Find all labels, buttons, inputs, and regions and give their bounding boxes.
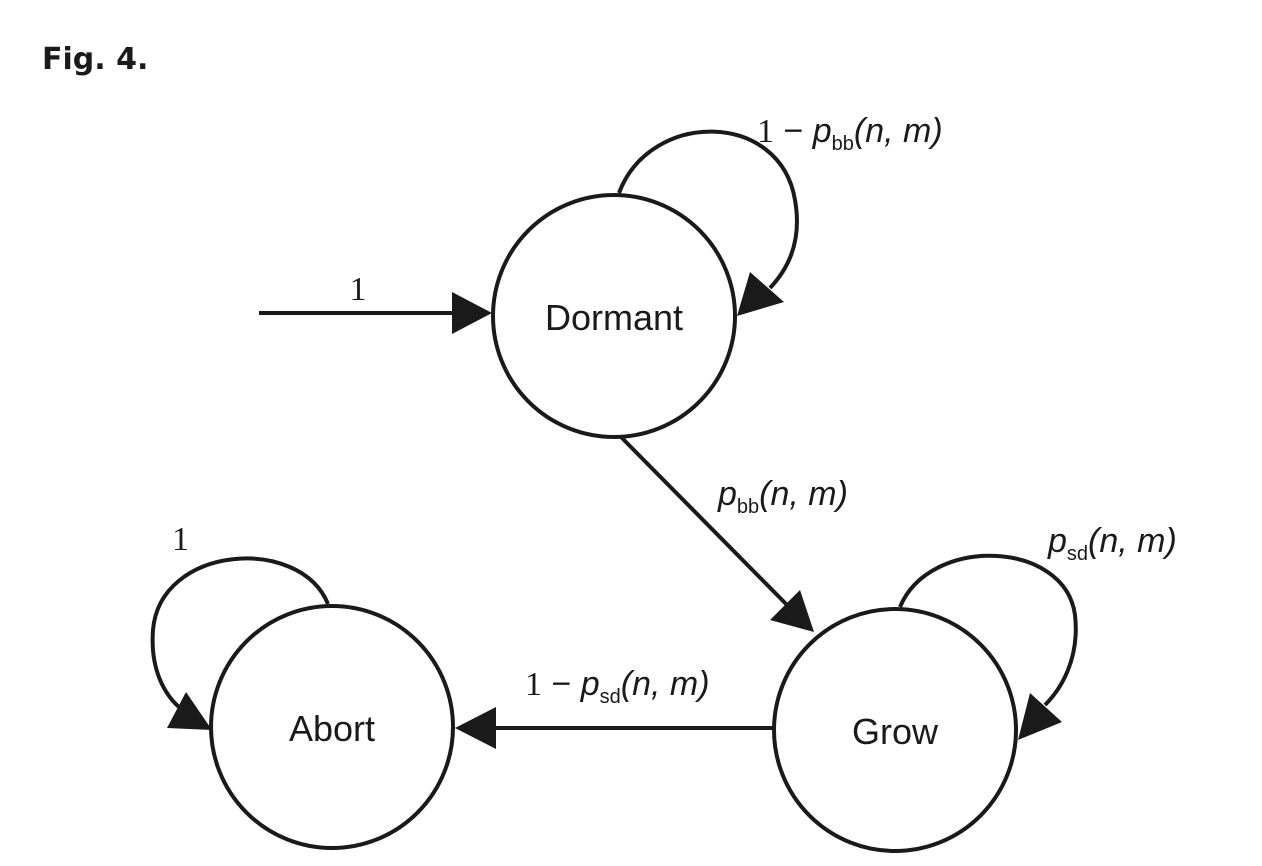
arrowhead-grow-to-abort bbox=[455, 707, 496, 749]
arrowhead-dormant-self bbox=[737, 272, 784, 316]
edge-entry-label: 1 bbox=[350, 271, 367, 308]
edge-abort-self-label: 1 bbox=[172, 521, 189, 558]
edge-grow-to-abort-label: 1 − psd(n, m) bbox=[525, 665, 710, 708]
edge-abort-self-loop: 1 bbox=[150, 521, 330, 730]
node-grow-label: Grow bbox=[852, 711, 939, 752]
node-grow: Grow bbox=[772, 607, 1018, 853]
figure-title: Fig. 4. bbox=[42, 42, 149, 77]
edge-dormant-to-grow: pbb(n, m) bbox=[619, 435, 848, 632]
edge-grow-to-abort: 1 − psd(n, m) bbox=[455, 665, 774, 749]
edge-dormant-self-loop: 1 − pbb(n, m) bbox=[617, 112, 943, 316]
arrowhead-dormant-to-grow bbox=[770, 590, 814, 632]
arrowhead-entry bbox=[452, 292, 492, 334]
arrowhead-grow-self bbox=[1018, 693, 1062, 740]
edge-dormant-to-grow-label: pbb(n, m) bbox=[717, 475, 848, 518]
edge-entry: 1 bbox=[259, 271, 492, 334]
node-dormant-label: Dormant bbox=[545, 297, 683, 338]
node-abort: Abort bbox=[209, 604, 455, 850]
edge-grow-self-loop: psd(n, m) bbox=[898, 522, 1177, 740]
edge-dormant-self-label: 1 − pbb(n, m) bbox=[757, 112, 943, 155]
node-dormant: Dormant bbox=[491, 193, 737, 439]
edge-grow-self-label: psd(n, m) bbox=[1047, 522, 1177, 565]
node-abort-label: Abort bbox=[289, 708, 375, 749]
arrowhead-abort-self bbox=[167, 692, 212, 730]
